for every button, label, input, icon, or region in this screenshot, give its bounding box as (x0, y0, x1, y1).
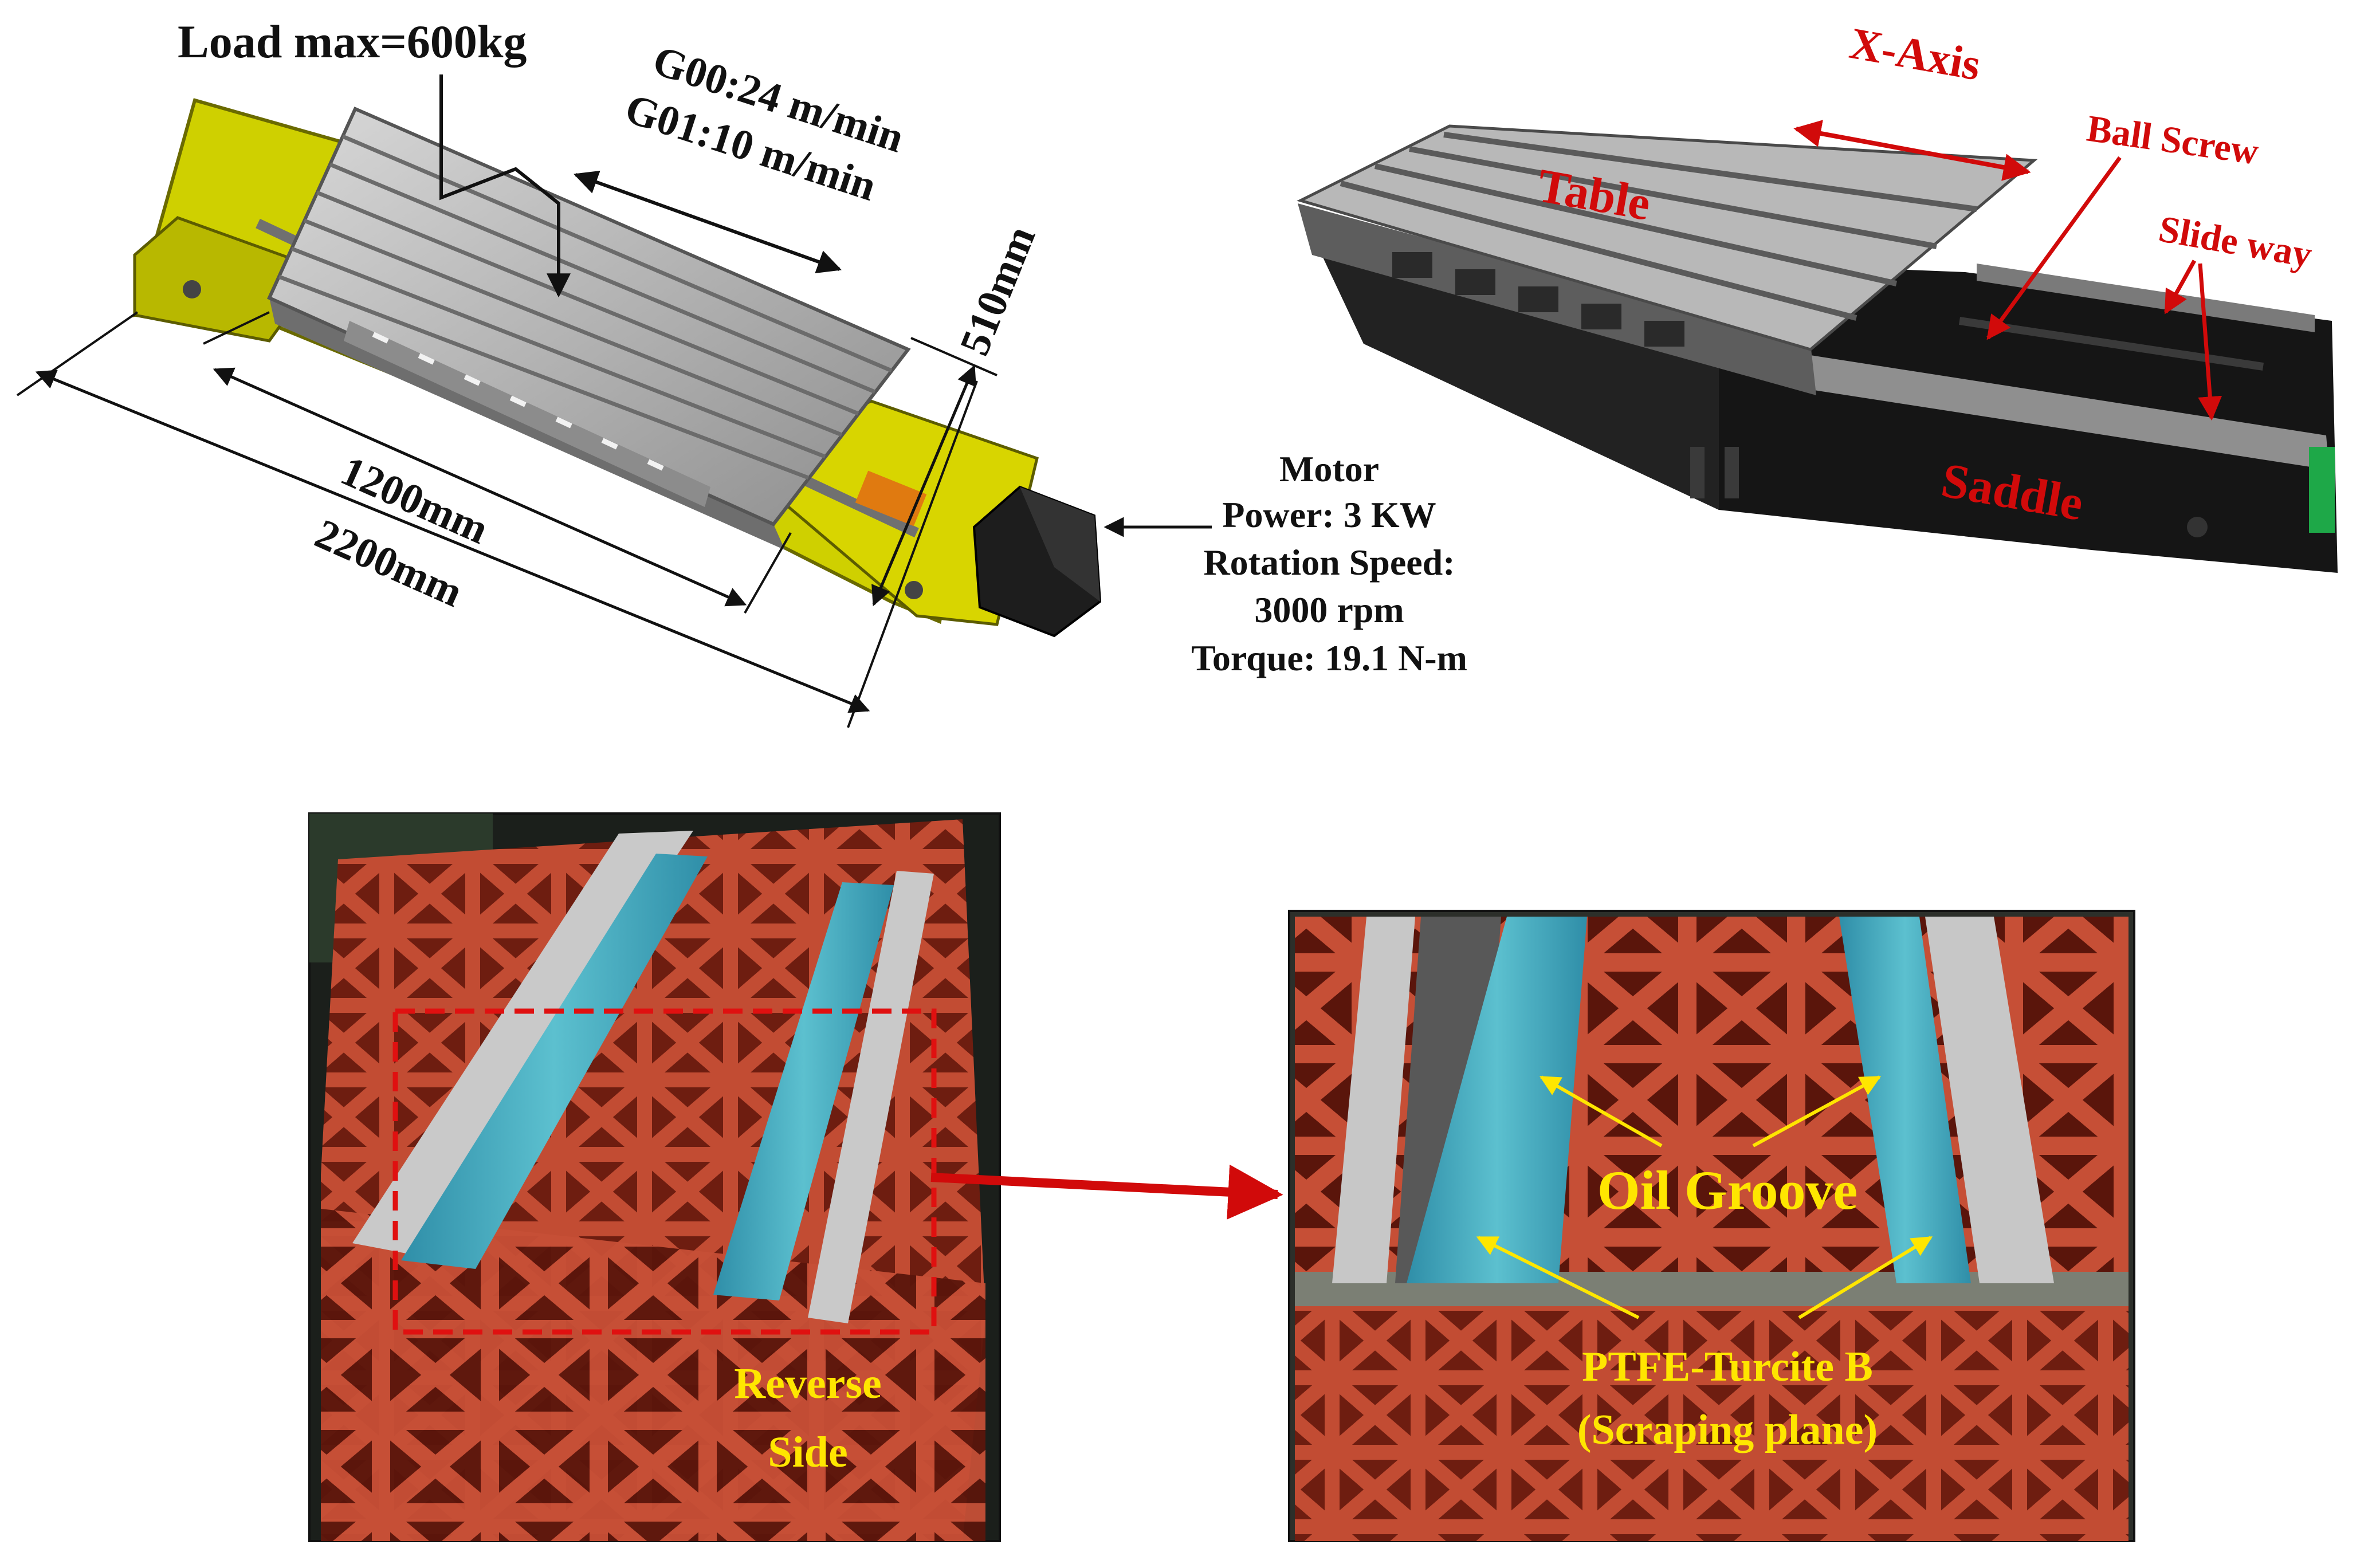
width-dim-line (871, 364, 976, 607)
x-axis-arrow (1793, 120, 2031, 181)
slide-way-arrow-right (2198, 263, 2222, 421)
ptfe-label-line2: (Scraping plane) (1577, 1406, 1878, 1453)
highlight-box (392, 1008, 937, 1335)
motor-torque: Torque: 19.1 N-m (1191, 638, 1467, 678)
oil-groove-arrow-right (1752, 1075, 1882, 1147)
motor-speed-label: Rotation Speed: (1203, 542, 1455, 583)
table-top (1297, 124, 2038, 351)
saddle-foot (1690, 447, 1705, 498)
oil-groove-label: Oil Groove (1597, 1160, 1857, 1221)
length-total-ext-right (847, 380, 978, 728)
speed-labels: G00:24 m/min G01:10 m/min (620, 37, 910, 210)
reverse-label-line2: Side (768, 1428, 847, 1476)
motor-speed-value: 3000 rpm (1254, 590, 1404, 630)
length-table-ext-left (203, 311, 270, 345)
detail-casting-front (1295, 1289, 2128, 1541)
detail-right-steel-strip (1925, 917, 2054, 1283)
oil-groove-arrow-left (1539, 1075, 1663, 1147)
right-ptfe-strip (713, 882, 894, 1300)
reverse-side-photo: Reverse Side (308, 812, 1001, 1542)
motor-title: Motor (1279, 449, 1379, 489)
length-table-ext-right (744, 532, 792, 614)
width-label: 510mm (951, 219, 1045, 361)
motor-spec: Motor Power: 3 KW Rotation Speed: 3000 r… (1191, 449, 1467, 678)
ptfe-arrow-right (1798, 1236, 1933, 1319)
zoom-arrow (930, 1164, 1283, 1220)
detail-left-steel-strip (1332, 917, 1415, 1283)
x-axis-label: X-Axis (1846, 18, 1984, 90)
length-total-dim-line (35, 370, 870, 713)
slide-way-arrow-left (2163, 260, 2197, 315)
reverse-label-line1: Reverse (734, 1359, 881, 1408)
ptfe-label-line1: PTFE-Turcite B (1582, 1343, 1873, 1390)
width-ext-top (910, 337, 998, 376)
detail-right-ptfe-strip (1839, 917, 1971, 1283)
cad-mount-hole-right (905, 581, 923, 599)
length-total-ext-left (16, 311, 139, 396)
travel-arrow (574, 170, 842, 274)
saddle-hole (2187, 517, 2208, 537)
table-side-pockets (1392, 252, 1684, 347)
left-ptfe-strip (401, 854, 708, 1269)
cad-motor (972, 485, 1102, 638)
ptfe-arrow-left (1476, 1236, 1640, 1319)
right-steel-strip (808, 871, 934, 1323)
saddle-green-tag (2309, 447, 2335, 533)
motor-power: Power: 3 KW (1222, 494, 1436, 535)
slide-way-rail-back (1977, 264, 2315, 332)
detail-left-ptfe-strip (1407, 917, 1587, 1283)
saddle-foot (1725, 447, 1739, 498)
slide-way-rail (1811, 355, 2329, 470)
cad-model: Load max=600kg G00:24 m/min G01:10 m/min… (16, 15, 1467, 728)
detail-photo: Oil Groove PTFE-Turcite B (Scraping plan… (1288, 910, 2135, 1542)
slide-way-label: Slide way (2155, 208, 2315, 276)
assembly-photo: X-Axis Table Ball Screw Slide way Saddle (1297, 18, 2338, 573)
load-label: Load max=600kg (178, 15, 527, 68)
load-arrow (439, 74, 571, 298)
cad-mount-hole-left (183, 280, 201, 298)
table-t-slots (1340, 132, 1977, 321)
ball-screw-arrow (1986, 156, 2122, 340)
ball-screw-label: Ball Screw (2084, 108, 2261, 173)
